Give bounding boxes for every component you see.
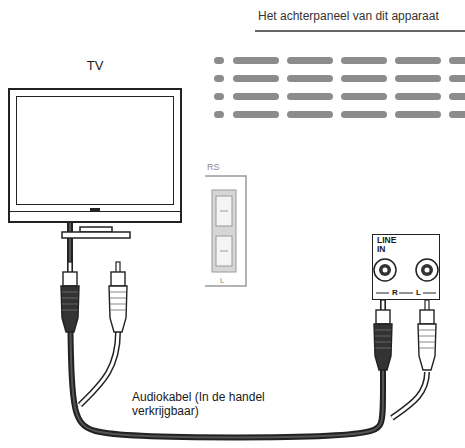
tv-logo: [90, 208, 100, 211]
vent-slots: [214, 57, 465, 118]
panel-heading: Het achterpaneel van dit apparaat: [258, 9, 439, 23]
tv-stand: [62, 227, 130, 238]
tv-body: [8, 88, 182, 223]
channel-label: R: [391, 288, 399, 298]
device-label: TV: [8, 58, 182, 88]
tv-bezel-line: [10, 211, 180, 212]
tv-screen: [16, 96, 174, 205]
jack-group-label: LINE IN: [377, 236, 399, 254]
rca-plug: [109, 262, 127, 332]
terminal-label: RS: [207, 162, 220, 172]
line-in-panel: LINE IN R L: [372, 234, 440, 300]
cable-highlight: [70, 223, 383, 437]
rca-plug: [374, 300, 392, 370]
audio-cable: [70, 223, 383, 437]
terminal-label: L: [220, 276, 224, 285]
cable-label: Audiokabel (In de handel verkrijgbaar): [132, 390, 317, 418]
heading-rule: [255, 30, 465, 32]
speaker-terminal: [205, 176, 246, 286]
rca-plug: [418, 300, 436, 370]
rca-plug: [61, 262, 79, 332]
channel-label: L: [415, 288, 422, 298]
tv-device: TV: [8, 58, 182, 223]
